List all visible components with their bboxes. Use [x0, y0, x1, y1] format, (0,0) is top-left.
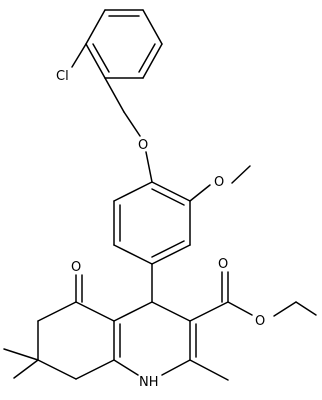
carbonyl-oxygen-label: O	[218, 257, 228, 272]
atom-labels: Cl O O O O O NH	[56, 69, 265, 390]
bond	[231, 165, 251, 184]
bond	[85, 43, 106, 79]
bond	[75, 359, 115, 380]
bond	[92, 43, 110, 73]
bond	[295, 301, 317, 316]
bond	[161, 359, 191, 376]
bond	[151, 181, 191, 202]
bond	[37, 301, 77, 322]
bond	[142, 43, 163, 79]
nh-label: NH	[139, 375, 159, 390]
bond	[13, 359, 39, 379]
bond	[113, 301, 153, 322]
chlorine-label: Cl	[56, 69, 69, 84]
bond	[151, 188, 185, 206]
bond	[138, 43, 156, 73]
methoxy-oxygen-label: O	[214, 175, 224, 190]
bond	[151, 301, 191, 322]
bond	[85, 9, 106, 45]
bond	[189, 359, 229, 381]
bond	[142, 9, 163, 45]
bond	[113, 359, 139, 376]
bond	[151, 240, 185, 258]
bond	[37, 359, 77, 380]
bond	[273, 301, 297, 317]
bond	[145, 151, 153, 183]
bond	[104, 77, 125, 113]
bond	[71, 43, 87, 68]
bond	[3, 348, 39, 361]
bond	[75, 301, 115, 322]
bond	[113, 244, 153, 265]
ketone-oxygen-label: O	[71, 260, 81, 275]
bond	[123, 111, 141, 137]
bonds	[3, 9, 317, 381]
ether-oxygen-label: O	[138, 138, 148, 153]
bond	[113, 181, 153, 202]
bond	[227, 301, 253, 316]
bond	[189, 184, 211, 202]
ester-oxygen-label: O	[255, 314, 265, 329]
bond	[189, 301, 229, 322]
bond	[151, 244, 191, 265]
